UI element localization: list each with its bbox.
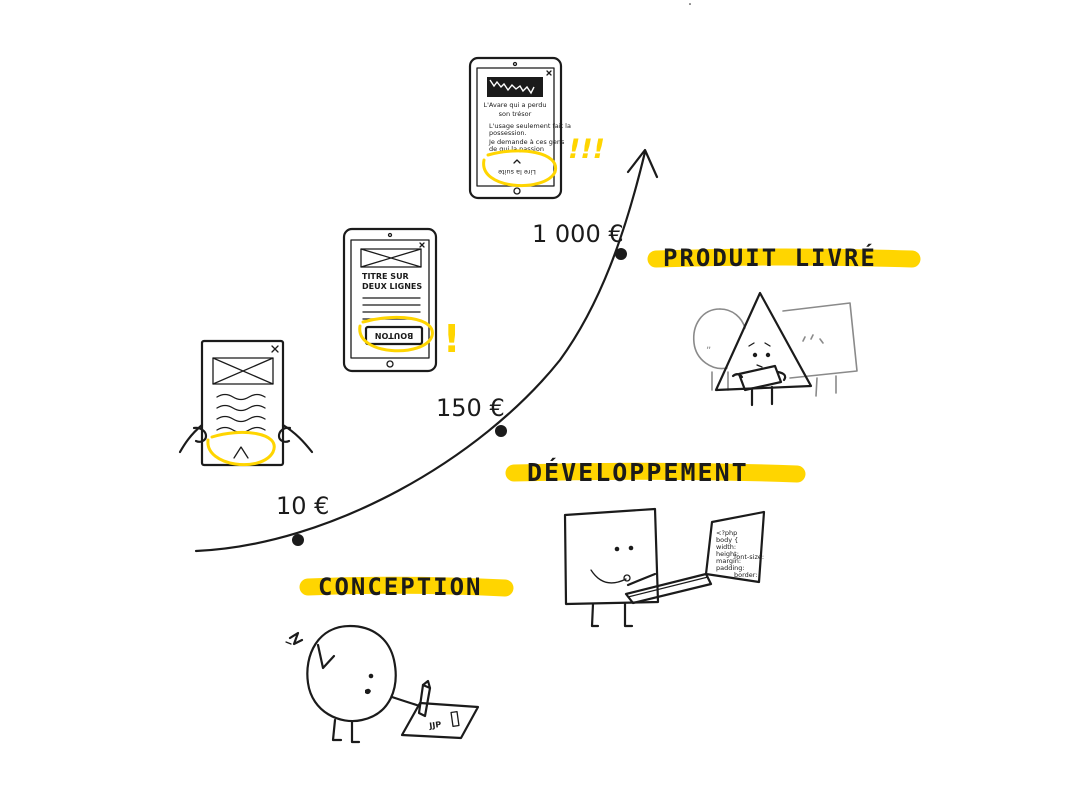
- laptop-code-2: width:: [716, 543, 736, 551]
- tablet-mid-wireframe: TITRE SUR DEUX LIGNES BOUTON !: [342, 227, 460, 373]
- exclamation-single: !: [443, 317, 460, 361]
- tablet-top-body-4: de qui la passion: [489, 145, 544, 153]
- produit-livre-characters: „: [693, 291, 858, 407]
- laptop-code-3: height:: [716, 550, 739, 558]
- price-point-150: [495, 425, 507, 437]
- stage-label-conception: CONCEPTION: [318, 573, 483, 601]
- developpement-character: <?php body { width: height: margin: padd…: [563, 507, 766, 628]
- signature-text: JJP: [428, 720, 442, 731]
- cost-curve: [194, 150, 647, 553]
- laptop-code-6: font-size:: [734, 553, 764, 561]
- tablet-top-body-2: possession.: [489, 129, 527, 137]
- conception-highlight: [299, 576, 514, 597]
- stray-mark: [689, 3, 691, 5]
- laptop-code-0: <?php: [716, 529, 737, 537]
- price-point-1000: [615, 248, 627, 260]
- stage-label-developpement: DÉVELOPPEMENT: [527, 458, 749, 487]
- tablet-top-wireframe: L'Avare qui a perdu son trésor L'usage s…: [468, 56, 605, 200]
- conception-character: JJP: [285, 624, 480, 744]
- tablet-top-body-1: L'usage seulement fait la: [489, 122, 571, 130]
- tablet-mid-title-1: TITRE SUR: [362, 272, 409, 281]
- tablet-top-body-3: Je demande à ces gens: [488, 138, 565, 146]
- produit-highlight: [647, 248, 921, 268]
- tablet-mid-button: BOUTON: [375, 331, 413, 340]
- tablet-mid-title-2: DEUX LIGNES: [362, 282, 422, 291]
- laptop-code-7: border:: [734, 571, 758, 579]
- cost-curve-arrowhead: [626, 148, 659, 179]
- price-label-10: 10 €: [276, 492, 329, 520]
- price-label-150: 150 €: [436, 394, 505, 422]
- laptop-code-1: body {: [716, 536, 738, 544]
- developpement-highlight: [505, 462, 806, 483]
- laptop-code-5: padding:: [716, 564, 745, 572]
- price-label-1000: 1 000 €: [532, 220, 624, 248]
- paper-wireframe-sketch: [178, 339, 314, 467]
- tablet-top-title-1: L'Avare qui a perdu: [484, 101, 547, 109]
- tablet-top-button: Lire la suite: [498, 168, 536, 176]
- price-point-10: [292, 534, 304, 546]
- grey-circle-quote: „: [706, 340, 711, 351]
- laptop-code-4: margin:: [716, 557, 741, 565]
- stage-label-produit-livre: PRODUIT LIVRÉ: [663, 243, 877, 272]
- tablet-top-title-2: son trésor: [499, 110, 532, 118]
- exclamation-triple: !!!: [568, 134, 605, 165]
